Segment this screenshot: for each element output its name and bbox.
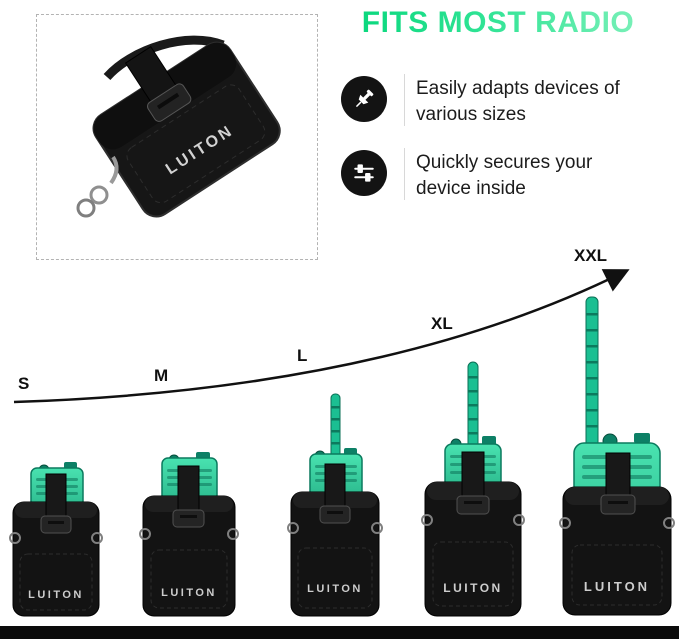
chain-link: [89, 185, 109, 205]
side-ring: [663, 517, 675, 529]
size-label-m: M: [154, 366, 169, 385]
size-label-l: L: [297, 346, 308, 365]
retention-strap: [177, 465, 200, 517]
brand-label: LUITON: [161, 587, 217, 599]
buckle: [319, 505, 351, 524]
pouch-photo: LUITON: [76, 35, 281, 218]
chain-link: [76, 198, 96, 218]
feature-1-line2: various sizes: [416, 104, 526, 125]
feature-2-line2: device inside: [416, 178, 526, 199]
pouch-l: LUITON: [286, 392, 384, 620]
product-photo-frame: LUITON: [36, 14, 318, 260]
feature-text-2: Quickly secures your device inside: [416, 150, 592, 202]
radio-antenna: [467, 361, 479, 455]
side-ring: [287, 522, 299, 534]
side-ring: [371, 522, 383, 534]
brand-label: LUITON: [584, 579, 650, 594]
side-ring: [559, 517, 571, 529]
side-ring: [139, 528, 151, 540]
side-ring: [421, 514, 433, 526]
size-label-xxl: XXL: [574, 246, 608, 265]
size-label-s: S: [18, 374, 30, 393]
pushpin-icon: [341, 76, 387, 122]
retention-strap: [324, 463, 346, 513]
shoulder-strap: [103, 35, 225, 81]
pouch-xxl: LUITON: [558, 295, 676, 620]
brand-label: LUITON: [307, 583, 363, 595]
pouch-m: LUITON: [138, 450, 240, 620]
side-ring: [513, 514, 525, 526]
side-ring: [91, 532, 103, 544]
brand-label: LUITON: [443, 581, 502, 595]
feature-1-line1: Easily adapts devices of: [416, 78, 620, 99]
buckle: [456, 495, 490, 515]
feature-divider: [404, 148, 405, 200]
buckle: [147, 83, 192, 122]
brand-label: LUITON: [28, 589, 84, 601]
buckle: [600, 494, 636, 515]
headline: FITS MOST RADIO: [322, 6, 674, 40]
buckle: [172, 509, 205, 528]
buckle: [40, 515, 72, 534]
size-label-xl: XL: [431, 314, 453, 333]
snap-hook: [109, 155, 119, 185]
pouch-xl: LUITON: [420, 360, 526, 620]
side-ring: [9, 532, 21, 544]
bottom-bar: [0, 626, 679, 639]
pouch-s: LUITON: [8, 458, 104, 620]
sliders-icon: [341, 150, 387, 196]
feature-text-1: Easily adapts devices of various sizes: [416, 76, 620, 128]
retention-strap: [45, 473, 67, 523]
side-ring: [227, 528, 239, 540]
feature-divider: [404, 74, 405, 126]
feature-2-line1: Quickly secures your: [416, 152, 593, 173]
